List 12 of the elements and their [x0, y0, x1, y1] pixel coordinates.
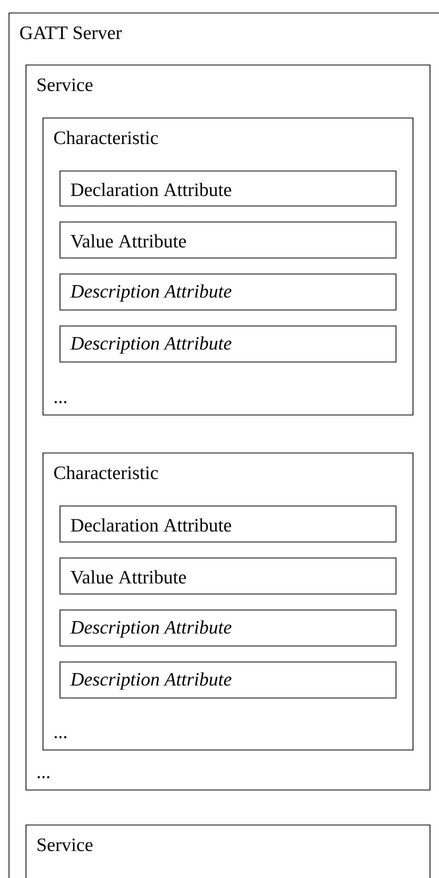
attribute-box: Description Attribute — [60, 274, 396, 310]
ellipsis: ... — [54, 736, 66, 738]
ellipsis: ... — [38, 776, 50, 778]
ellipsis: ... — [54, 401, 66, 404]
attribute-box: Description Attribute — [60, 662, 396, 698]
attribute-box: Description Attribute — [60, 610, 396, 646]
attribute-box: Value Attribute — [60, 222, 396, 258]
attribute-box: Declaration Attribute — [60, 170, 396, 206]
attribute-box: Value Attribute — [60, 558, 396, 594]
service-box: Service — [26, 824, 430, 878]
attribute-box: Description Attribute — [60, 326, 396, 362]
attribute-box: Declaration Attribute — [60, 506, 396, 542]
